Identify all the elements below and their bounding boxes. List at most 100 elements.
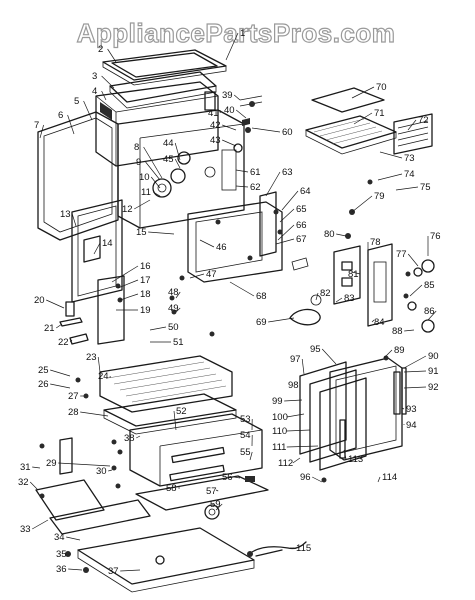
leader-line-61 — [235, 169, 249, 173]
part-label-60: 60 — [282, 127, 293, 138]
top-lid-assembly — [102, 49, 227, 109]
part-label-41: 41 — [208, 108, 219, 119]
part-label-90: 90 — [428, 351, 439, 362]
part-label-88: 88 — [392, 326, 403, 337]
leader-line-9 — [145, 161, 161, 181]
part-label-53: 53 — [240, 414, 251, 425]
leader-line-38 — [136, 435, 141, 439]
part-label-5: 5 — [74, 96, 79, 107]
leader-line-90 — [403, 355, 427, 369]
leader-line-7 — [39, 124, 44, 139]
part-label-28: 28 — [68, 407, 79, 418]
part-label-17: 17 — [140, 275, 151, 286]
part-label-93: 93 — [406, 404, 417, 415]
leader-line-69 — [268, 317, 295, 323]
part-label-62: 62 — [250, 182, 261, 193]
part-label-71: 71 — [374, 108, 385, 119]
leader-line-30 — [108, 469, 113, 472]
part-label-114: 114 — [382, 472, 397, 483]
leader-line-68 — [229, 281, 255, 297]
leader-line-67 — [275, 238, 295, 245]
leader-line-49 — [175, 307, 181, 313]
part-label-57: 57 — [206, 486, 217, 497]
leader-line-36 — [68, 568, 83, 571]
part-label-11: 11 — [141, 187, 151, 198]
part-label-33: 33 — [20, 524, 31, 535]
leader-lines — [29, 32, 437, 572]
part-label-91: 91 — [428, 366, 439, 377]
leader-line-40 — [235, 109, 247, 119]
leader-line-82 — [315, 292, 319, 301]
leader-line-39 — [233, 94, 241, 101]
part-label-8: 8 — [134, 142, 139, 153]
part-label-67: 67 — [296, 234, 307, 245]
part-label-58: 58 — [166, 483, 177, 494]
part-label-38: 38 — [124, 433, 135, 444]
leader-line-12 — [134, 199, 151, 210]
part-label-35: 35 — [56, 549, 67, 560]
part-label-49: 49 — [168, 303, 179, 314]
part-label-10: 10 — [139, 172, 150, 183]
leader-line-60 — [251, 127, 281, 133]
part-label-34: 34 — [54, 532, 65, 543]
leader-line-86 — [427, 310, 437, 321]
part-label-3: 3 — [92, 71, 97, 82]
part-label-1: 1 — [240, 28, 245, 39]
part-label-12: 12 — [122, 204, 133, 215]
right-top-panels — [305, 87, 433, 155]
part-label-98: 98 — [288, 380, 299, 391]
part-label-52: 52 — [176, 406, 187, 417]
part-label-22: 22 — [58, 337, 69, 348]
part-label-37: 37 — [108, 566, 119, 577]
leader-line-89 — [383, 349, 393, 359]
leader-line-3 — [101, 75, 115, 89]
part-label-30: 30 — [96, 466, 107, 477]
part-label-19: 19 — [140, 305, 151, 316]
leader-line-21 — [56, 323, 63, 329]
part-label-59: 59 — [210, 499, 221, 510]
part-label-76: 76 — [430, 231, 441, 242]
leader-line-43 — [222, 139, 237, 147]
leader-line-65 — [279, 208, 295, 223]
part-label-2: 2 — [98, 44, 103, 55]
leader-line-16 — [111, 265, 139, 283]
part-label-94: 94 — [406, 420, 417, 431]
part-label-85: 85 — [424, 280, 435, 291]
leader-line-85 — [409, 284, 423, 297]
oven-frame — [187, 191, 283, 283]
leader-line-113 — [343, 449, 347, 460]
leader-line-111 — [286, 445, 319, 448]
leader-line-72 — [407, 119, 417, 131]
part-label-50: 50 — [168, 322, 179, 333]
leader-line-97 — [301, 358, 305, 375]
leader-line-6 — [67, 114, 75, 135]
part-label-110: 110 — [272, 426, 287, 437]
base-assembly — [35, 437, 255, 593]
part-label-6: 6 — [58, 110, 63, 121]
leader-line-75 — [395, 186, 419, 191]
leader-line-93 — [401, 407, 405, 410]
part-label-26: 26 — [38, 379, 49, 390]
leader-line-31 — [32, 466, 41, 469]
part-label-65: 65 — [296, 204, 307, 215]
part-label-32: 32 — [18, 477, 29, 488]
screws — [39, 101, 411, 573]
part-label-64: 64 — [300, 186, 311, 197]
part-label-31: 31 — [20, 462, 31, 473]
leader-line-50 — [149, 326, 167, 331]
leader-line-81 — [351, 271, 361, 275]
leader-line-28 — [80, 411, 109, 417]
leader-line-64 — [281, 190, 299, 211]
part-label-72: 72 — [418, 115, 429, 126]
upper-cabinet — [95, 81, 263, 167]
part-label-44: 44 — [163, 138, 174, 149]
leader-line-62 — [235, 185, 249, 188]
leader-line-52 — [173, 410, 177, 431]
part-label-55: 55 — [240, 447, 251, 458]
leader-line-20 — [46, 299, 65, 309]
part-label-18: 18 — [140, 289, 151, 300]
part-label-42: 42 — [210, 120, 221, 131]
part-label-15: 15 — [136, 227, 147, 238]
part-label-24: 24 — [98, 371, 109, 382]
